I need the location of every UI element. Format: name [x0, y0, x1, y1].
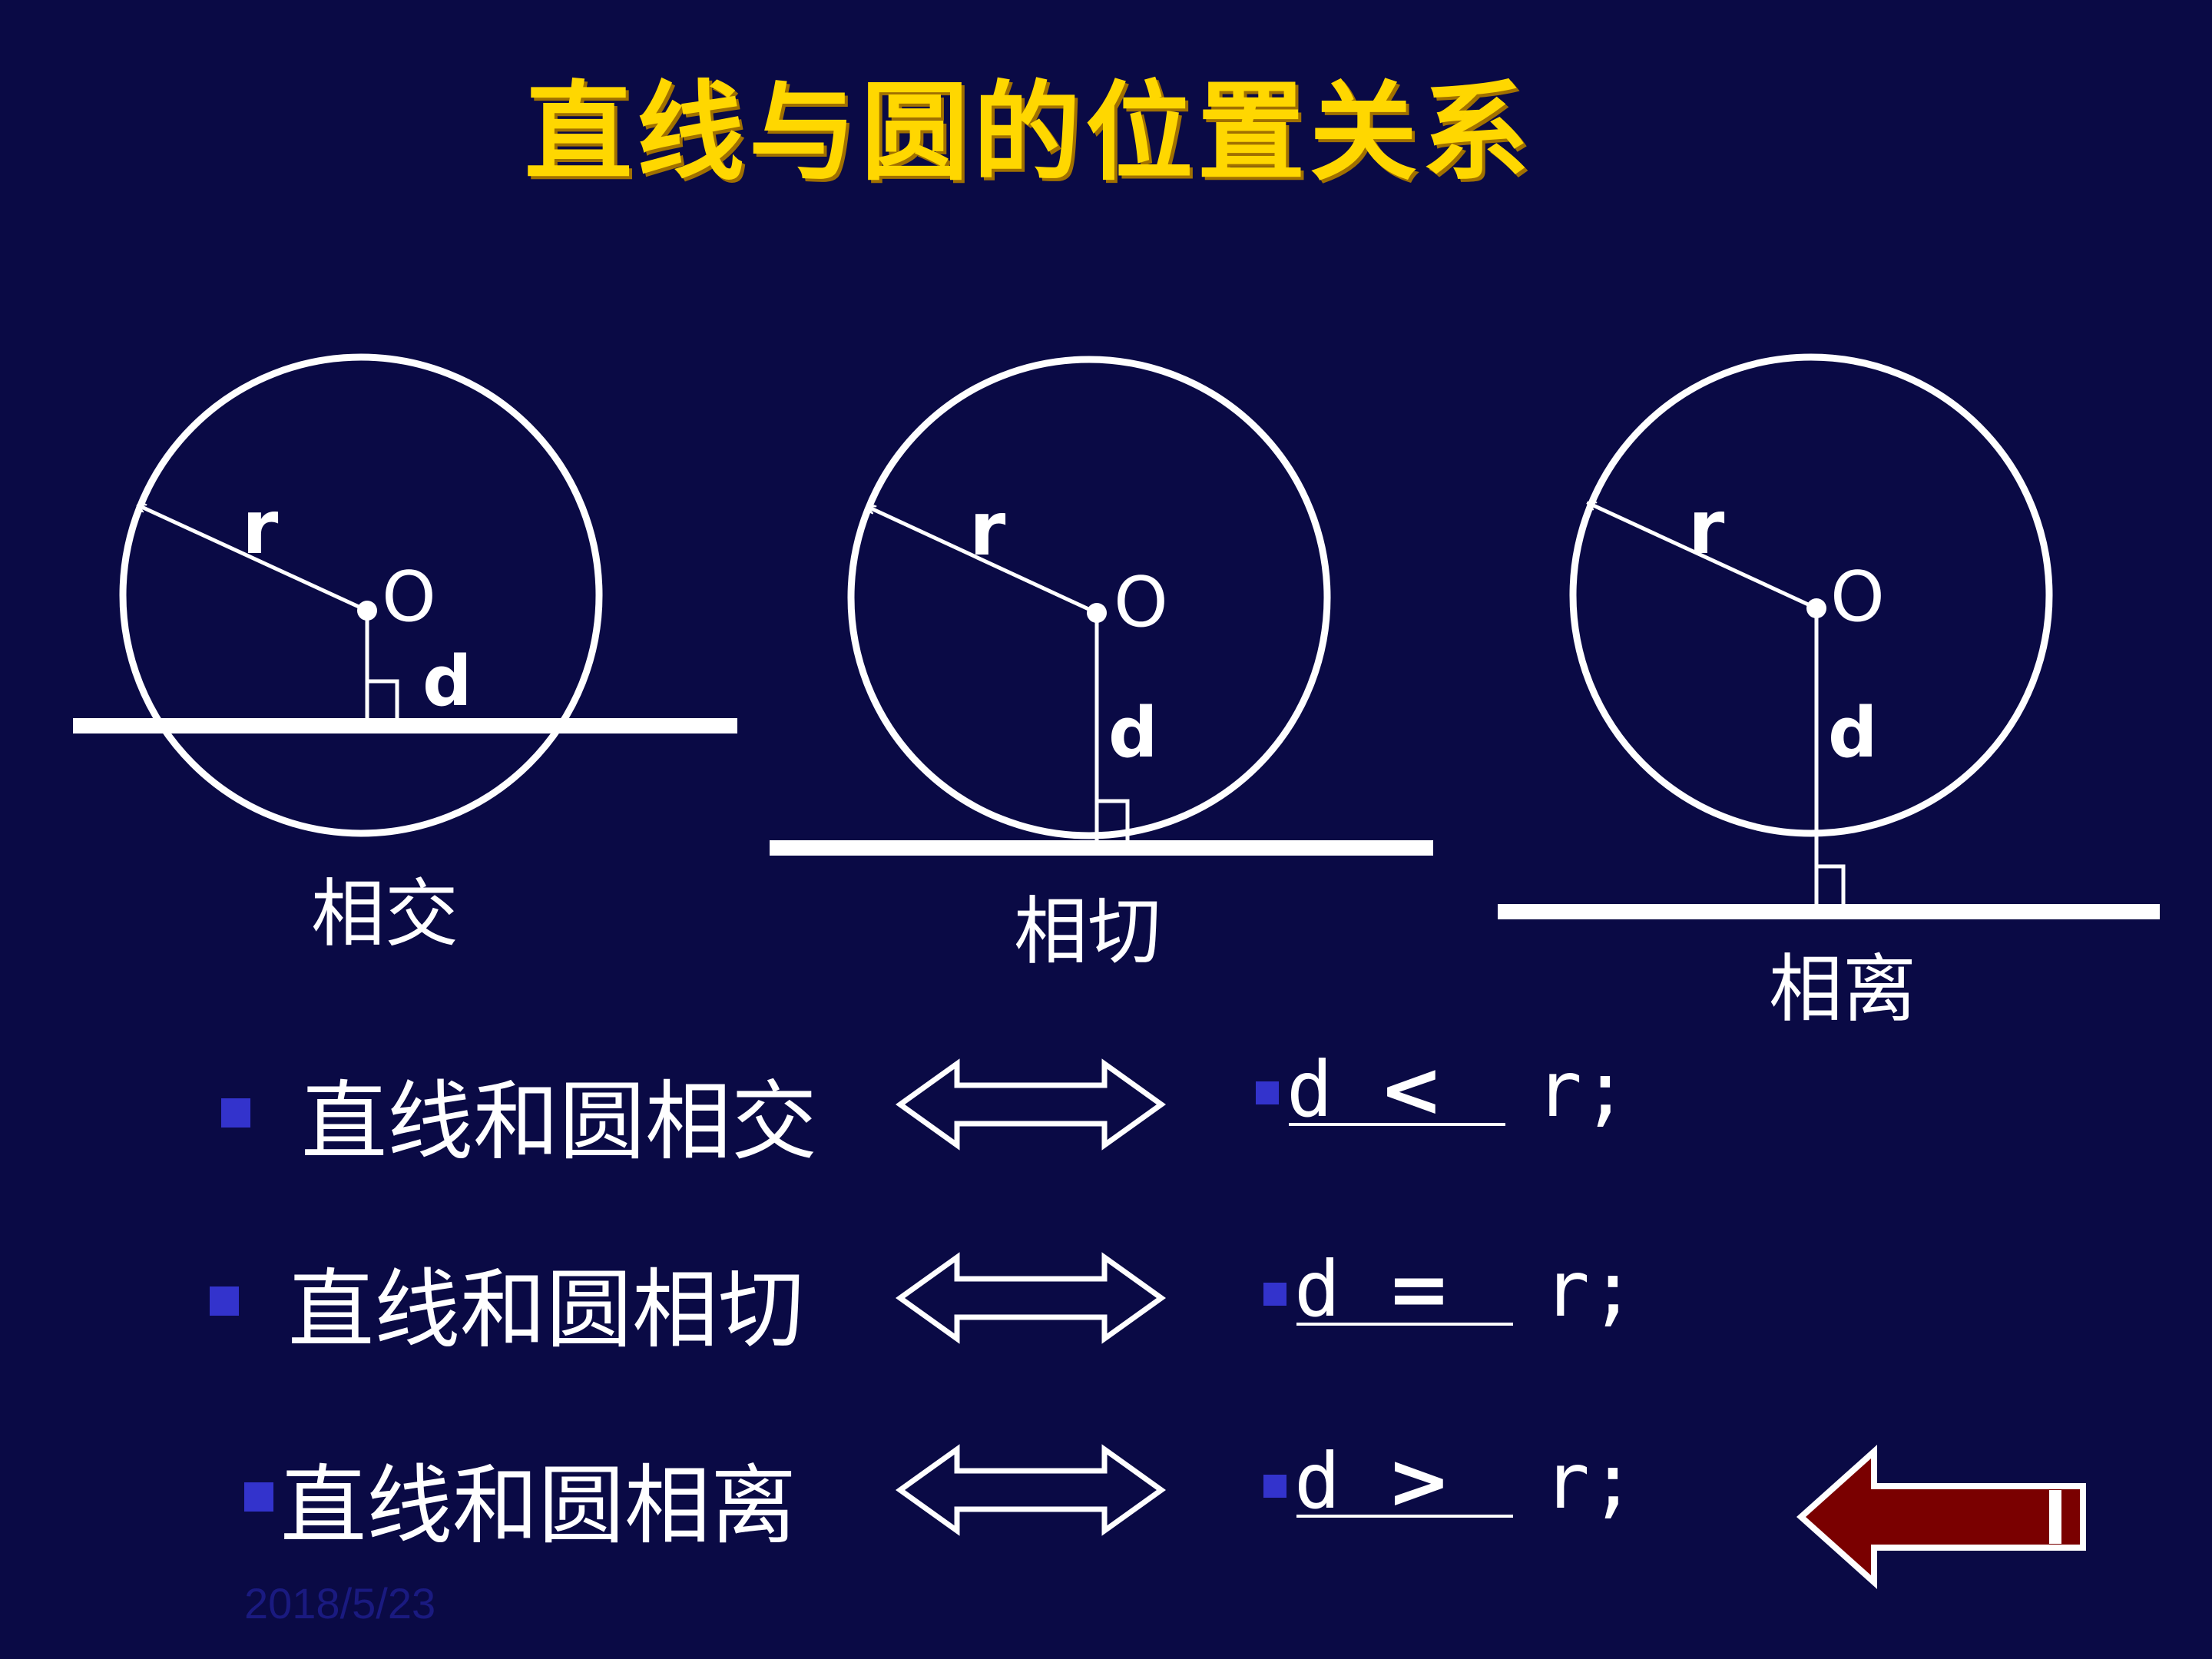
formula-left: d	[1294, 1244, 1341, 1334]
date-stamp: 2018/5/23	[244, 1579, 436, 1628]
circle-separate	[1569, 353, 2053, 837]
caption-intersect: 相交	[311, 871, 459, 957]
formula-separate: d > r;	[1294, 1436, 1636, 1526]
double-arrow-icon	[895, 1444, 1167, 1536]
formula-operator: =	[1386, 1244, 1452, 1334]
right-angle-tangent	[1097, 799, 1130, 840]
caption-tangent: 相切	[1014, 889, 1161, 975]
bullet	[1263, 1283, 1286, 1306]
right-angle-intersect	[367, 679, 399, 718]
diagram-separate: r O d	[1498, 353, 2160, 919]
distance-label-tangent: d	[1108, 693, 1157, 773]
radius-label-separate: r	[1688, 485, 1725, 571]
diagram-intersect: r O d	[73, 353, 737, 837]
distance-label-separate: d	[1828, 693, 1877, 773]
blank-underline	[1289, 1123, 1505, 1126]
center-point-intersect	[357, 601, 377, 621]
radius-separate	[1588, 503, 1818, 611]
relation-text-intersect: 直线和圆相交	[301, 1072, 817, 1172]
bullet	[210, 1286, 239, 1316]
blank-underline	[1296, 1323, 1513, 1326]
left-arrow-icon[interactable]	[1796, 1445, 2086, 1589]
bullet	[1263, 1475, 1286, 1498]
formula-operator: <	[1379, 1045, 1444, 1134]
blank-underline	[1296, 1515, 1513, 1518]
double-arrow-icon	[895, 1058, 1167, 1151]
bullet	[221, 1098, 250, 1128]
double-arrow-icon	[895, 1252, 1167, 1344]
formula-right: r;	[1543, 1436, 1637, 1526]
formula-operator: >	[1386, 1436, 1452, 1526]
right-angle-separate	[1816, 864, 1846, 904]
center-point-tangent	[1087, 603, 1107, 623]
formula-intersect: d < r;	[1286, 1045, 1628, 1134]
formula-right: r;	[1543, 1244, 1637, 1334]
radius-label-tangent: r	[969, 486, 1006, 572]
radius-intersect	[138, 505, 369, 613]
circle-intersect	[119, 353, 603, 837]
radius-label-intersect: r	[242, 485, 279, 571]
relation-text-tangent: 直线和圆相切	[288, 1260, 804, 1360]
center-point-separate	[1806, 598, 1826, 618]
diagram-tangent: r O d	[770, 356, 1433, 856]
bullet	[1256, 1081, 1279, 1104]
relation-text-separate: 直线和圆相离	[280, 1456, 796, 1556]
center-label-intersect: O	[382, 557, 436, 637]
center-label-separate: O	[1830, 557, 1885, 637]
formula-right: r;	[1535, 1045, 1629, 1134]
page-title: 直线与圆的位置关系	[524, 71, 1534, 196]
radius-tangent	[868, 507, 1098, 615]
center-label-tangent: O	[1114, 562, 1168, 643]
bullet	[244, 1482, 273, 1512]
formula-left: d	[1286, 1045, 1333, 1134]
circle-tangent	[847, 356, 1331, 839]
distance-label-intersect: d	[422, 641, 472, 722]
caption-separate: 相离	[1769, 946, 1916, 1032]
formula-left: d	[1294, 1436, 1341, 1526]
formula-tangent: d = r;	[1294, 1244, 1636, 1334]
